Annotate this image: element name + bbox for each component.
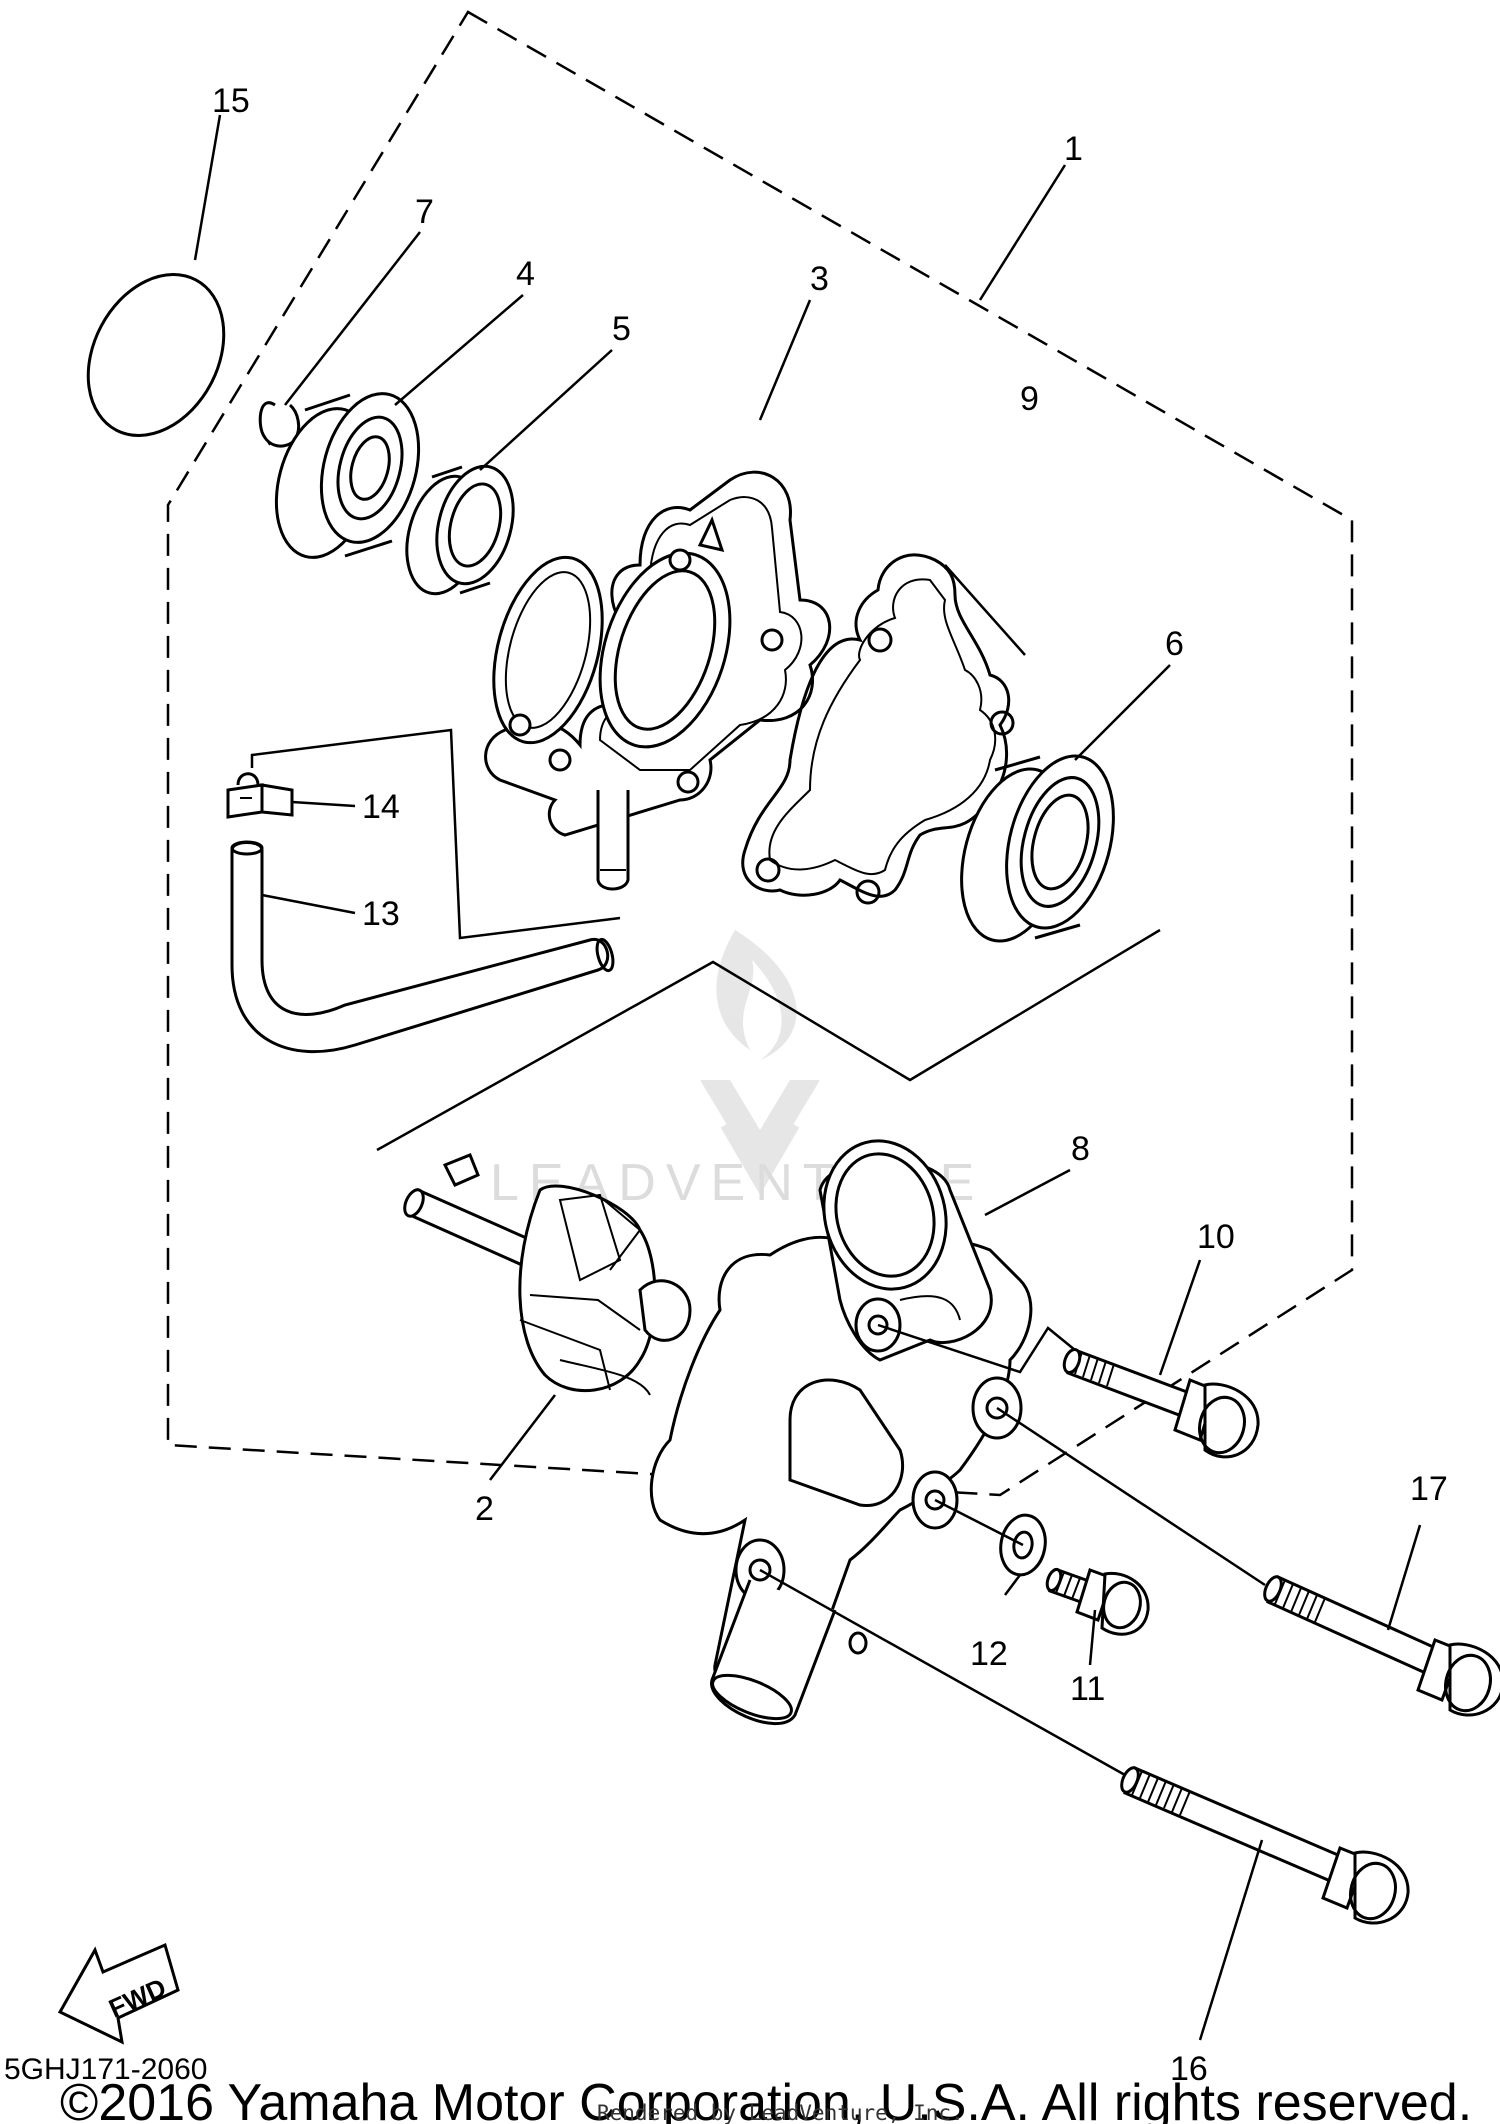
assembly-bracket <box>376 928 1161 1152</box>
callout-7: 7 <box>415 193 434 231</box>
callout-14: 14 <box>362 788 400 826</box>
part-4-bearing <box>274 392 421 559</box>
callout-labels: 1 2 3 4 5 6 7 8 9 10 11 12 13 14 15 16 1… <box>212 82 1448 2088</box>
callout-11: 11 <box>1070 1670 1105 1708</box>
part-8-pump-housing <box>649 1139 1033 1726</box>
part-6-seal <box>960 754 1115 943</box>
rendered-by-notice: Rendered by LeadVenture, Inc. <box>597 2101 964 2124</box>
part-7-circlip <box>258 401 301 448</box>
callout-4: 4 <box>516 255 535 293</box>
part-5-oil-seal <box>405 464 515 596</box>
part-11-bolt <box>1045 1567 1150 1636</box>
callout-6: 6 <box>1165 625 1184 663</box>
bolt-alignment-lines <box>759 1323 1266 1777</box>
fwd-arrow-icon: FWD <box>57 1942 180 2045</box>
callout-1: 1 <box>1064 130 1083 168</box>
assembly-outline <box>166 10 1354 1497</box>
part-14-hose-clamp <box>226 772 294 819</box>
callout-8: 8 <box>1071 1130 1090 1168</box>
part-15-o-ring <box>86 273 226 437</box>
part-13-hose <box>230 840 615 1054</box>
part-code: 5GHJ171-2060 <box>4 2053 207 2086</box>
part-10-bolt <box>1062 1347 1260 1459</box>
copyright-notice: ©2016 Yamaha Motor Corporation, U.S.A. A… <box>60 2074 1472 2124</box>
callout-5: 5 <box>612 310 631 348</box>
callout-17: 17 <box>1410 1470 1448 1508</box>
callout-13: 13 <box>362 895 400 933</box>
callout-leaders <box>193 114 1422 2041</box>
callout-16: 16 <box>1170 2050 1208 2088</box>
part-9-gasket <box>741 553 1015 905</box>
part-17-bolt <box>1263 1574 1500 1717</box>
part-3-housing-cover <box>484 470 832 891</box>
callout-12: 12 <box>970 1635 1008 1673</box>
callout-10: 10 <box>1197 1218 1235 1256</box>
callout-2: 2 <box>475 1490 494 1528</box>
hose-route-bracket <box>250 728 621 940</box>
callout-3: 3 <box>810 260 829 298</box>
part-2-impeller <box>403 1153 692 1396</box>
callout-15: 15 <box>212 82 250 120</box>
callout-9: 9 <box>1020 380 1039 418</box>
part-16-bolt <box>1120 1766 1410 1925</box>
